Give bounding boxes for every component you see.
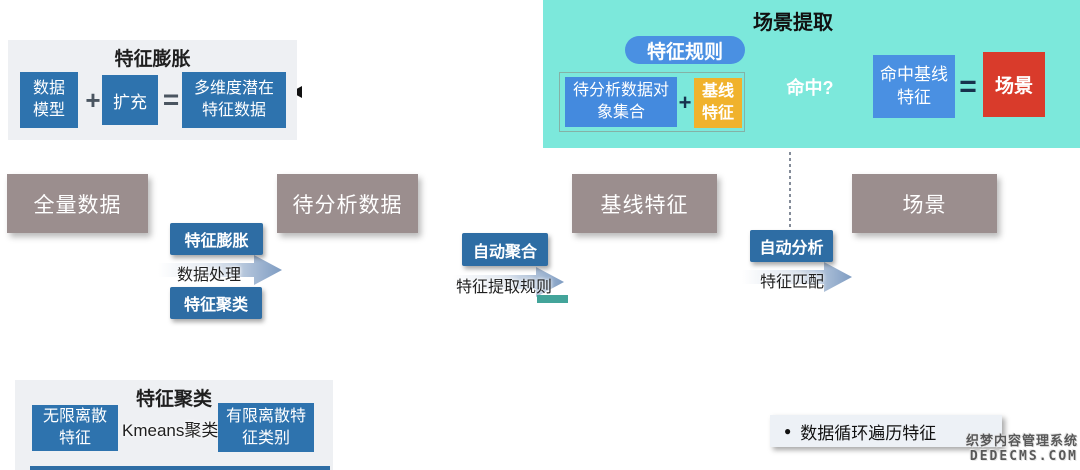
infinite-discrete-box: 无限离散特征 (32, 405, 118, 451)
equals-operator: = (162, 84, 180, 115)
cutoff-blue-strip (30, 466, 330, 470)
scene-result-box: 场景 (983, 52, 1045, 117)
scene-extraction-title: 场景提取 (753, 12, 833, 34)
feature-rule-pill: 特征规则 (625, 36, 745, 64)
loop-note-text: 数据循环遍历特征 (800, 423, 937, 443)
baseline-feature-box: 基线特征 (694, 78, 742, 128)
result-box: 多维度潜在特征数据 (182, 72, 286, 128)
data-model-box: 数据模型 (20, 72, 78, 128)
dataset-box: 待分析数据对象集合 (565, 77, 677, 127)
auto-aggregate-button: 自动聚合 (462, 233, 548, 266)
data-processing-label: 数据处理 (177, 267, 242, 284)
watermark-line2: DEDECMS.COM (969, 448, 1078, 464)
loop-note-box: ● 数据循环遍历特征 (770, 415, 1002, 447)
feature-match-label: 特征匹配 (760, 274, 825, 291)
scene-equals-operator: = (959, 70, 977, 103)
stage-pending-data: 待分析数据 (277, 174, 418, 233)
feature-expansion-title: 特征膨胀 (114, 49, 191, 70)
expand-box: 扩充 (102, 75, 158, 125)
kmeans-label: Kmeans聚类 (122, 421, 219, 440)
watermark-line1: 织梦内容管理系统 (965, 432, 1078, 448)
auto-analyze-button: 自动分析 (750, 230, 833, 262)
teal-accent-bar (537, 295, 568, 303)
stage-scene: 场景 (852, 174, 997, 233)
hit-baseline-box: 命中基线特征 (873, 55, 955, 118)
plus-operator: + (85, 84, 101, 115)
decision-diamond-label: 命中? (786, 78, 834, 98)
feature-expansion-button: 特征膨胀 (170, 223, 263, 255)
bullet-icon: ● (784, 424, 792, 438)
stage-full-data: 全量数据 (7, 174, 148, 233)
feature-clustering-button: 特征聚类 (170, 287, 262, 319)
feature-clustering-panel: 特征聚类 无限离散特征 Kmeans聚类 有限离散特征类别 (15, 380, 333, 470)
stage-baseline-feature: 基线特征 (572, 174, 717, 233)
rule-group-outline (559, 72, 745, 132)
scene-plus-operator: + (678, 90, 692, 115)
feature-extract-rule-label: 特征提取规则 (456, 279, 553, 296)
finite-discrete-box: 有限离散特征类别 (218, 403, 314, 452)
feature-expansion-panel: 特征膨胀 数据模型 + 扩充 = 多维度潜在特征数据 (8, 40, 297, 140)
watermark: 织梦内容管理系统 DEDECMS.COM (966, 433, 1078, 466)
feature-clustering-title: 特征聚类 (135, 389, 212, 410)
